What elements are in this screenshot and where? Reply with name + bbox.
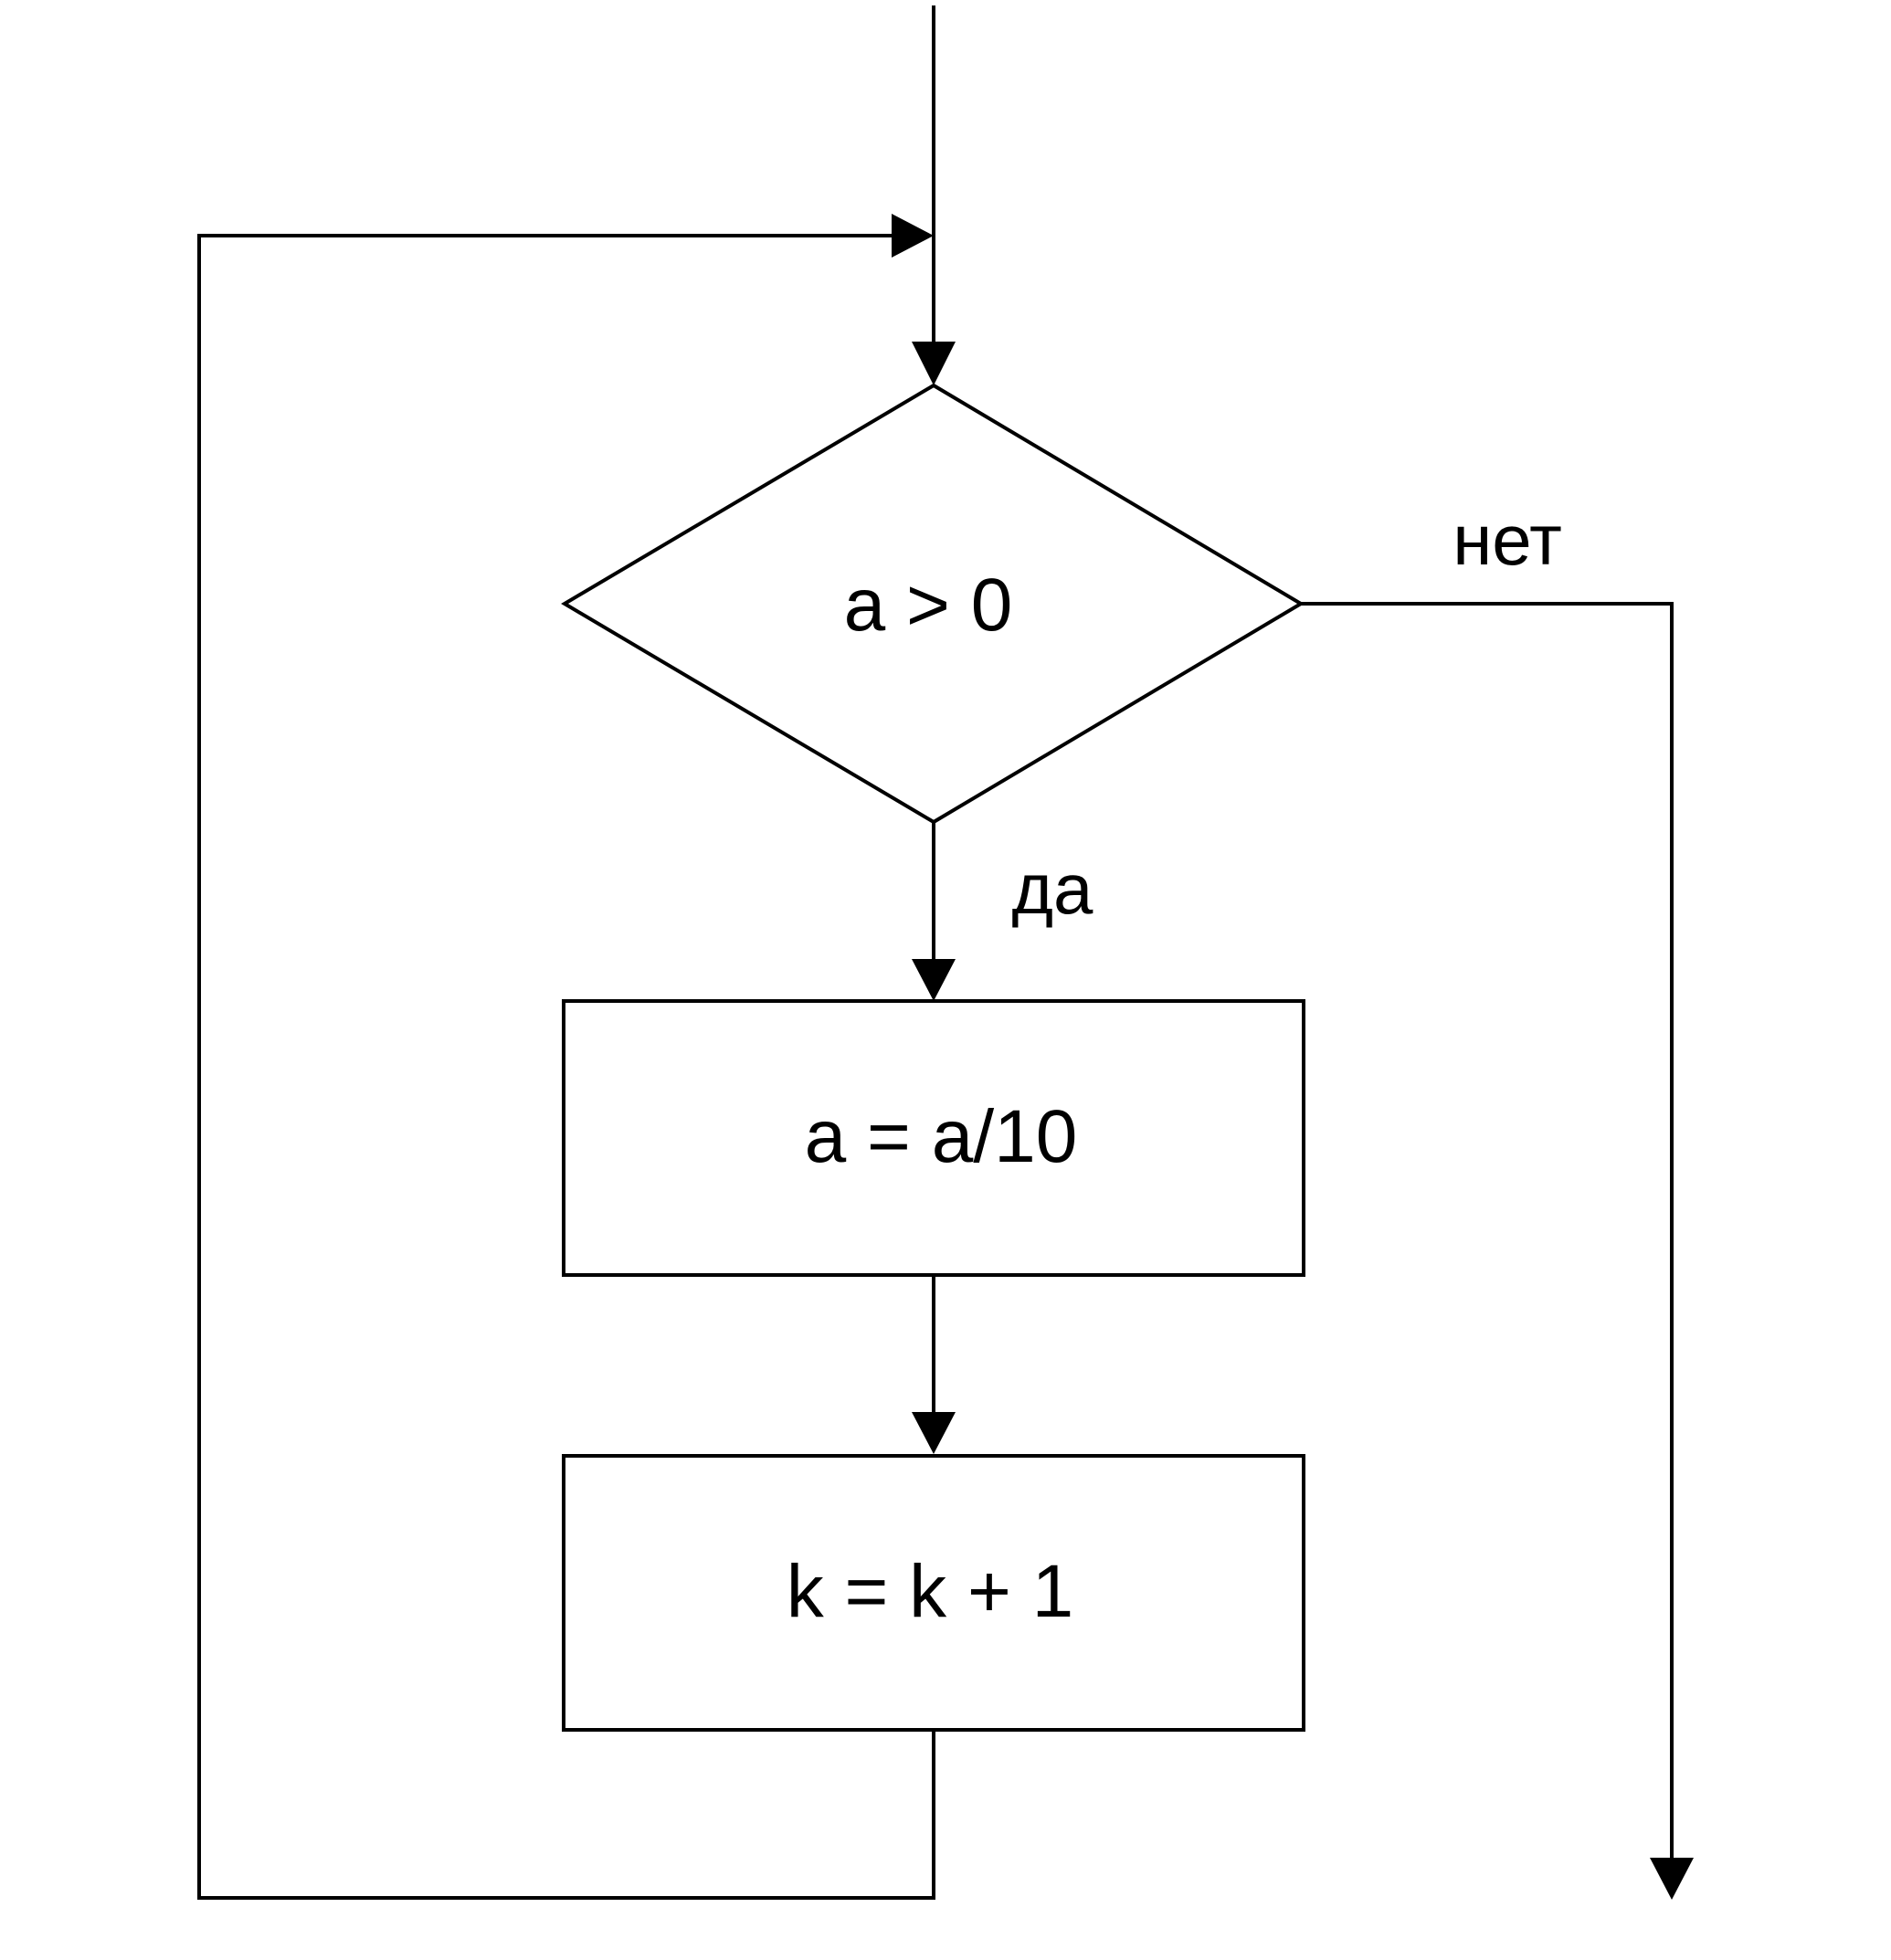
divide-step-box (562, 999, 1305, 1277)
loop-back-connector (197, 234, 935, 1900)
divide-step-text: a = a/10 (805, 1095, 1078, 1178)
no-branch-connector (1299, 602, 1674, 1860)
yes-branch-label: да (1012, 848, 1094, 929)
loop-back-arrowhead (892, 214, 934, 258)
condition-text: a > 0 (844, 564, 1013, 647)
yes-branch-arrowhead (912, 959, 956, 1001)
count-step-box (562, 1454, 1305, 1732)
step-connector-arrowhead (912, 1412, 956, 1454)
count-step-text: k = k + 1 (787, 1550, 1074, 1633)
entry-arrowhead (912, 342, 956, 385)
no-branch-arrowhead (1650, 1858, 1694, 1900)
no-branch-label: нет (1453, 500, 1562, 580)
